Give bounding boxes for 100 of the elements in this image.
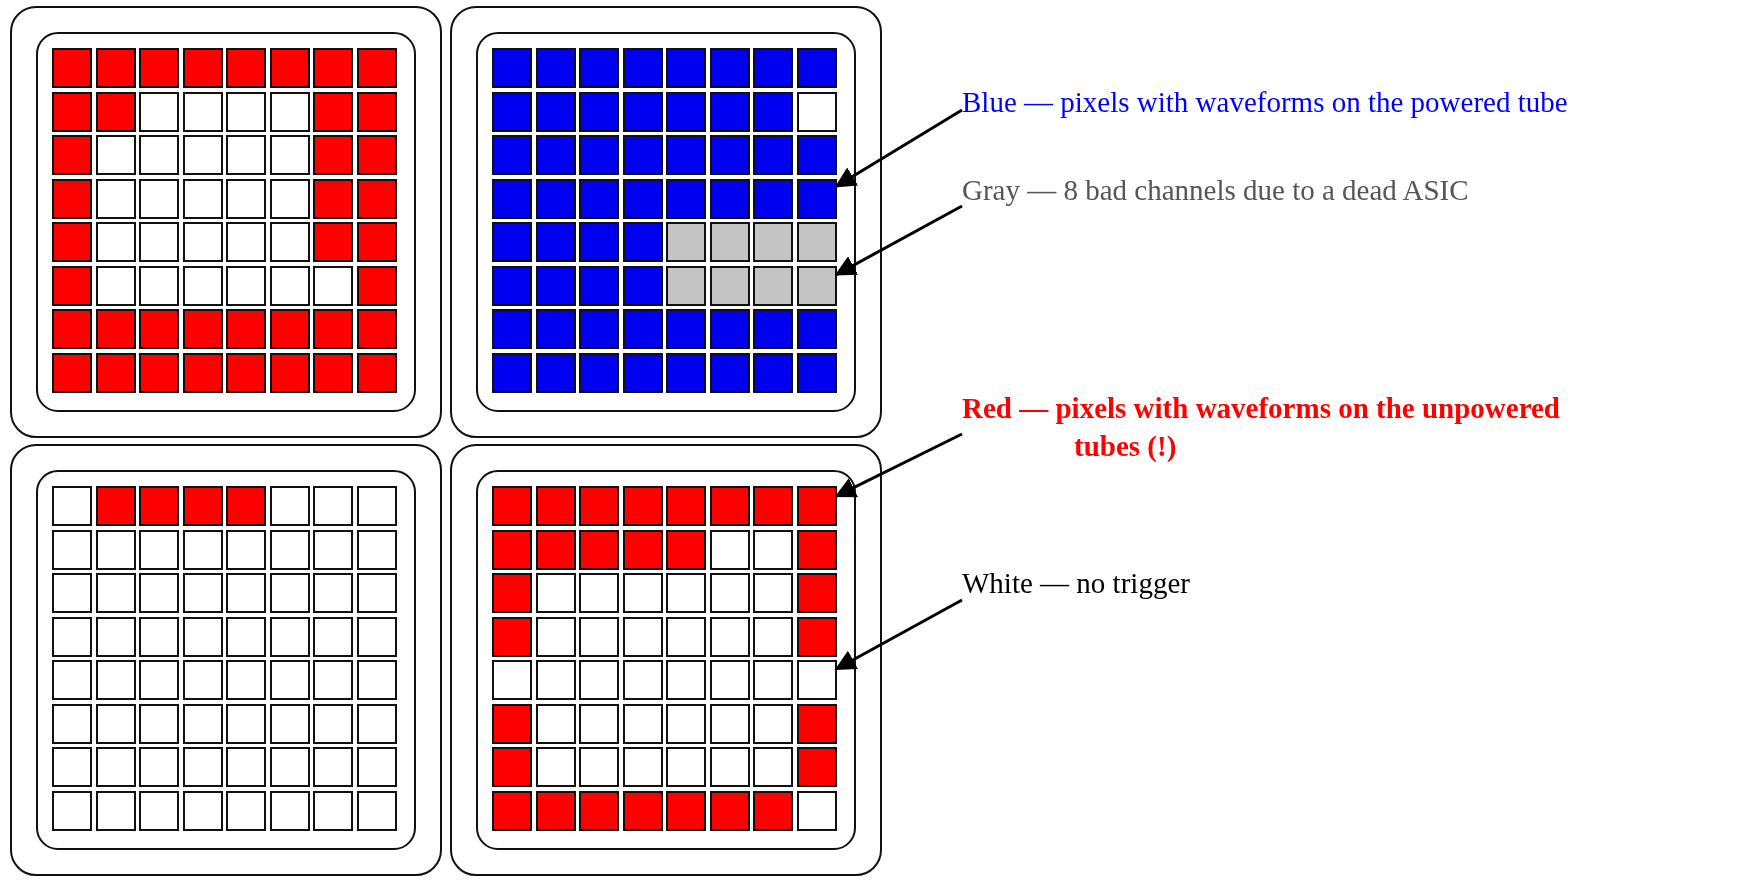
pixel (52, 222, 92, 262)
pixel (269, 486, 310, 526)
pixel (269, 48, 310, 88)
pixel (269, 790, 310, 831)
pixel (226, 222, 266, 262)
pixel (753, 747, 793, 787)
pixel (753, 703, 793, 744)
pixel (622, 790, 663, 831)
pixel (226, 265, 266, 306)
pixel (796, 747, 837, 787)
pixel (139, 573, 179, 613)
pixel (753, 265, 793, 306)
pixel (535, 573, 576, 613)
pixel (709, 265, 750, 306)
pixel (182, 135, 223, 175)
pixel (666, 486, 706, 526)
pixel (796, 529, 837, 570)
pixel (796, 790, 837, 831)
pixel (579, 747, 619, 787)
pixel (356, 616, 397, 657)
pixel (313, 703, 353, 744)
legend-note: Blue — pixels with waveforms on the powered tube (962, 84, 1568, 122)
pixel (226, 352, 266, 393)
pixel (52, 91, 92, 132)
pixel (709, 747, 750, 787)
pixel (182, 703, 223, 744)
pixel (753, 616, 793, 657)
pixel (666, 573, 706, 613)
pixel (269, 703, 310, 744)
pixel (622, 529, 663, 570)
pixel (95, 660, 136, 700)
pixel (182, 790, 223, 831)
pixel (492, 616, 532, 657)
pixel (226, 529, 266, 570)
pixel (579, 660, 619, 700)
pixel (492, 265, 532, 306)
pixel (579, 135, 619, 175)
pixel (139, 265, 179, 306)
pixel (709, 309, 750, 349)
pixel (535, 309, 576, 349)
pixel (182, 486, 223, 526)
pixel (269, 135, 310, 175)
pixel (356, 222, 397, 262)
pixel (95, 352, 136, 393)
pixel (622, 135, 663, 175)
pixel (666, 178, 706, 219)
pixel (95, 529, 136, 570)
pixel (269, 616, 310, 657)
pixel (313, 573, 353, 613)
pixel (492, 178, 532, 219)
pixel (535, 352, 576, 393)
pixel (492, 309, 532, 349)
sensor-tile (10, 444, 442, 876)
pixel (666, 309, 706, 349)
pixel (796, 486, 837, 526)
pixel (52, 660, 92, 700)
pixel (182, 529, 223, 570)
pixel (356, 790, 397, 831)
pixel (666, 48, 706, 88)
pixel (269, 529, 310, 570)
pixel (579, 91, 619, 132)
pixel (356, 309, 397, 349)
pixel (535, 48, 576, 88)
pixel (356, 703, 397, 744)
pixel (226, 309, 266, 349)
pixel (52, 309, 92, 349)
pixel (579, 703, 619, 744)
pixel (709, 91, 750, 132)
pixel (535, 703, 576, 744)
legend-note: White — no trigger (962, 565, 1190, 603)
pixel (622, 616, 663, 657)
pixel (226, 91, 266, 132)
pixel (139, 48, 179, 88)
pixel (313, 790, 353, 831)
pixel (579, 616, 619, 657)
pixel (666, 703, 706, 744)
pixel (666, 91, 706, 132)
pixel (492, 48, 532, 88)
pixel (492, 573, 532, 613)
pixel (753, 222, 793, 262)
pixel (182, 309, 223, 349)
pixel (139, 352, 179, 393)
pixel (796, 48, 837, 88)
pixel (796, 91, 837, 132)
pixel (535, 529, 576, 570)
pixel (182, 265, 223, 306)
pixel (95, 486, 136, 526)
pixel (535, 265, 576, 306)
pixel (226, 48, 266, 88)
pixel (52, 48, 92, 88)
pixel (709, 222, 750, 262)
pixel (622, 747, 663, 787)
pixel (313, 616, 353, 657)
pixel (622, 309, 663, 349)
pixel (709, 486, 750, 526)
pixel (753, 573, 793, 613)
pixel (356, 48, 397, 88)
pixel (622, 222, 663, 262)
pixel (579, 309, 619, 349)
pixel (313, 48, 353, 88)
